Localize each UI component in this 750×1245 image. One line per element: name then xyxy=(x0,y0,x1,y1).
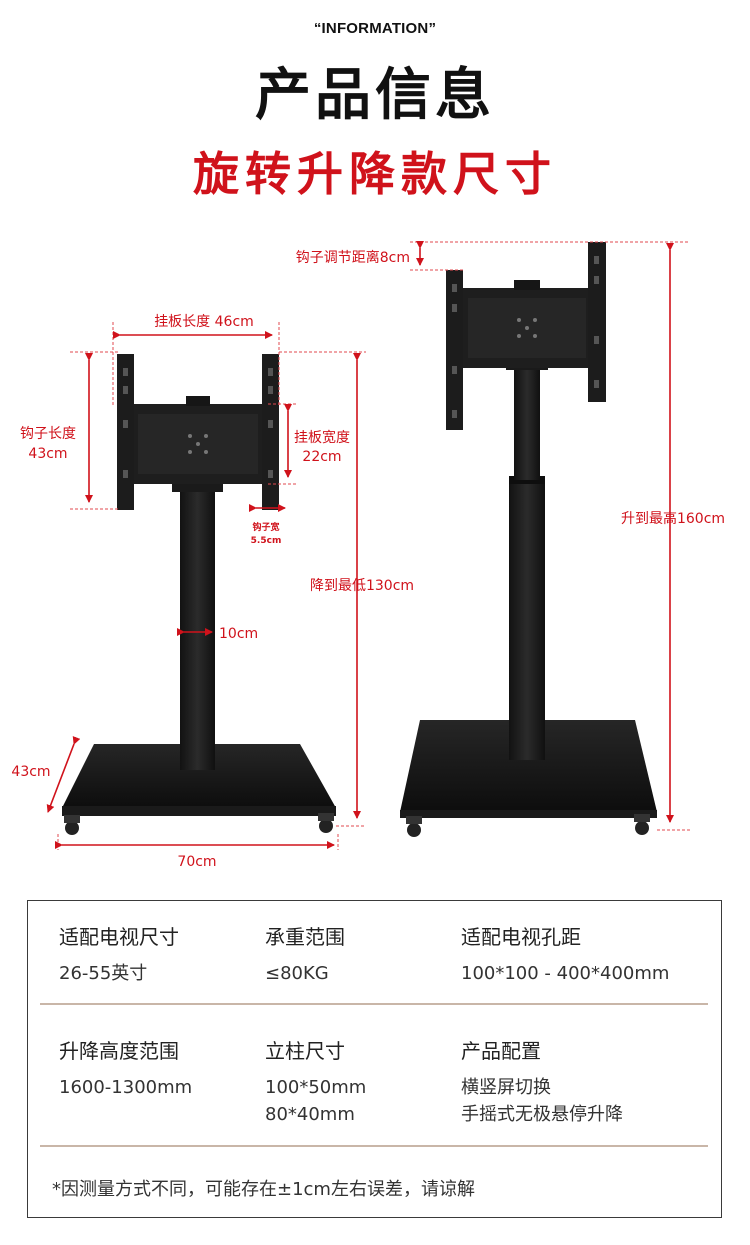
spec-separator xyxy=(40,1003,708,1005)
spec-value: 1600-1300mm xyxy=(59,1077,193,1098)
plate-length-label: 挂板长度 46cm xyxy=(154,314,254,330)
spec-value: 100*50mm 80*40mm xyxy=(265,1077,367,1125)
hook-adjust-label: 钩子调节距离8cm xyxy=(296,249,410,266)
spec-label: 立柱尺寸 xyxy=(265,1039,345,1063)
spec-value: ≤80KG xyxy=(265,963,329,984)
spec-tv-size: 适配电视尺寸 26-55英寸 xyxy=(59,921,179,987)
spec-value: 26-55英寸 xyxy=(59,963,148,984)
spec-load-range: 承重范围 ≤80KG xyxy=(265,921,345,987)
left-stand-image xyxy=(62,354,336,835)
hook-width-value: 5.5cm xyxy=(251,536,282,546)
highest-height-label: 升到最高160cm xyxy=(621,510,725,527)
measurement-note: *因测量方式不同，可能存在±1cm左右误差，请谅解 xyxy=(52,1179,475,1200)
column-width-label: 10cm xyxy=(219,626,258,642)
page-subtitle: 旋转升降款尺寸 xyxy=(193,147,557,201)
spec-value: 横竖屏切换 手摇式无极悬停升降 xyxy=(461,1077,623,1125)
left-dimensions xyxy=(46,322,366,850)
plate-width-value: 22cm xyxy=(302,449,341,465)
spec-lift-range: 升降高度范围 1600-1300mm xyxy=(59,1035,192,1101)
product-dimension-diagram: 挂板长度 46cm 钩子长度 43cm 挂板宽度 22cm 钩子宽 5.5cm … xyxy=(11,241,725,870)
lowest-height-label: 降到最低130cm xyxy=(310,578,414,594)
spec-separator xyxy=(40,1145,708,1147)
hook-length-label: 钩子长度 xyxy=(20,426,76,442)
spec-label: 升降高度范围 xyxy=(59,1039,179,1063)
spec-label: 适配电视尺寸 xyxy=(59,925,179,949)
spec-label: 承重范围 xyxy=(265,925,345,949)
spec-vesa: 适配电视孔距 100*100 - 400*400mm xyxy=(461,921,669,987)
spec-label: 产品配置 xyxy=(461,1039,541,1063)
spec-value: 100*100 - 400*400mm xyxy=(461,963,670,984)
spec-column-size: 立柱尺寸 100*50mm 80*40mm xyxy=(265,1035,366,1128)
right-dimensions xyxy=(410,241,690,831)
base-depth-label: 43cm xyxy=(11,764,50,780)
page-title: 产品信息 xyxy=(255,63,495,128)
spec-table: 适配电视尺寸 26-55英寸 承重范围 ≤80KG 适配电视孔距 100*100… xyxy=(27,900,722,1218)
spec-label: 适配电视孔距 xyxy=(461,925,581,949)
hook-length-value: 43cm xyxy=(28,446,67,462)
plate-width-label: 挂板宽度 xyxy=(294,429,350,446)
hook-width-label: 钩子宽 xyxy=(252,521,279,533)
right-stand-image xyxy=(400,242,657,837)
spec-configuration: 产品配置 横竖屏切换 手摇式无极悬停升降 xyxy=(461,1035,623,1128)
section-eyebrow: “INFORMATION” xyxy=(313,20,437,37)
base-width-label: 70cm xyxy=(177,854,216,870)
